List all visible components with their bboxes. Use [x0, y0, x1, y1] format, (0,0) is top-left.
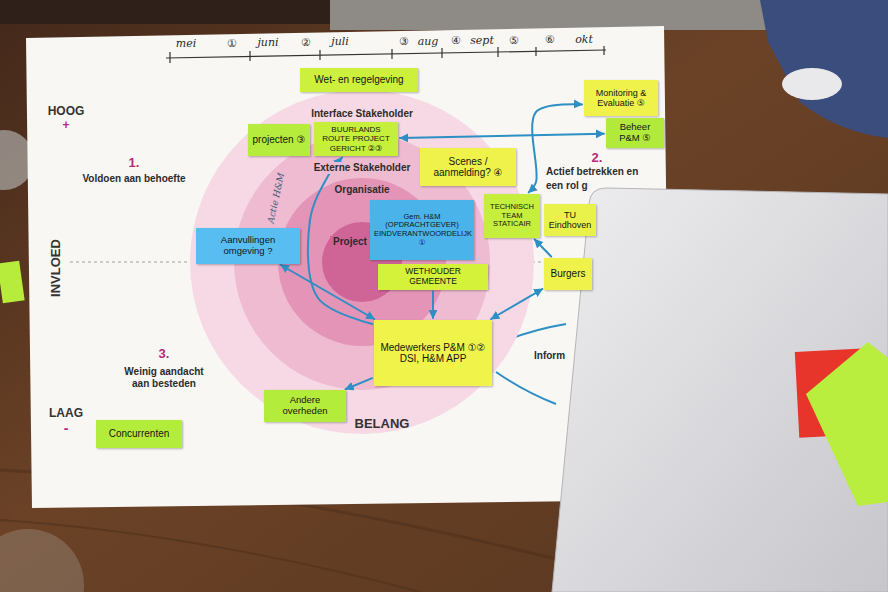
- annotation-label: 2.: [592, 151, 603, 166]
- sticky-text: Scenes / aanmelding? ④: [424, 156, 512, 179]
- annotation-label: HOOG: [48, 105, 85, 119]
- sticky-text: TU Eindhoven: [548, 210, 592, 231]
- annotation-label: juni: [257, 37, 278, 50]
- sticky-text: WETHOUDER GEMEENTE: [382, 267, 484, 287]
- annotation-label: mei: [176, 38, 196, 51]
- sticky-note: Medewerkers P&M ①②DSI, H&M APP: [374, 320, 492, 386]
- sticky-note: Wet- en regelgeving: [300, 68, 418, 92]
- sticky-note: Beheer P&M ⑤: [606, 118, 664, 148]
- sticky-text: projecten ③: [252, 134, 306, 146]
- annotation-label: ①: [227, 38, 237, 51]
- sticky-note: TU Eindhoven: [544, 204, 596, 236]
- sticky-text: Andere overheden: [268, 395, 342, 417]
- sticky-text: Gem. H&M (OPDRACHTGEVER) EINDVERANTWOORD…: [374, 213, 470, 239]
- shoe: [782, 68, 842, 100]
- annotation-label: juli: [331, 36, 349, 49]
- annotation-label: BELANG: [355, 417, 410, 432]
- annotation-label: ⑤: [509, 35, 519, 48]
- annotation-label: -: [64, 420, 69, 436]
- sticky-note-edge: [0, 261, 25, 304]
- glass: [0, 529, 84, 592]
- sticky-note: TECHNISCH TEAM STATICAIR: [484, 194, 540, 238]
- annotation-label: Voldoen aan behoefte: [82, 173, 185, 185]
- ring-shape: [190, 90, 534, 434]
- sticky-text: Monitoring & Evaluatie ⑤: [588, 88, 654, 109]
- annotation-label: Weinig aandacht aan besteden: [116, 366, 212, 389]
- annotation-label: een rol g: [546, 180, 588, 192]
- annotation-label: ④: [451, 35, 461, 48]
- ring-label: Externe Stakeholder: [311, 162, 414, 174]
- ring-label: Interface Stakeholder: [308, 108, 416, 120]
- sticky-note: WETHOUDER GEMEENTE: [378, 264, 488, 290]
- jeans: [760, 0, 888, 138]
- sticky-note: Scenes / aanmelding? ④: [420, 148, 516, 186]
- ring-label: Organisatie: [331, 184, 392, 196]
- sticky-text: Beheer P&M ⑤: [610, 122, 660, 144]
- sticky-note: BUURLANDS ROUTE PROJECT GERICHT ②③: [314, 122, 398, 156]
- floor: [330, 0, 770, 30]
- sticky-text: Burgers: [548, 268, 588, 280]
- annotation-label: sept: [470, 35, 494, 48]
- annotation-label: 1.: [129, 156, 140, 171]
- sticky-text: ①: [374, 239, 470, 248]
- green-sticky: [806, 342, 888, 506]
- sticky-note: Aanvullingen omgeving ?: [196, 228, 300, 264]
- sticky-text: Wet- en regelgeving: [304, 74, 414, 86]
- annotation-label: aug: [418, 36, 439, 49]
- annotation-label: Actie H&M: [266, 172, 287, 224]
- sticky-text: DSI, H&M APP: [378, 353, 488, 365]
- annotation-label: Actief betrekken en: [546, 166, 638, 178]
- sticky-note: Monitoring & Evaluatie ⑤: [584, 80, 658, 116]
- ring-label: Project: [330, 236, 370, 248]
- connector-arrow: [529, 104, 582, 192]
- sticky-text: Concurrenten: [100, 428, 178, 440]
- timeline: [166, 50, 606, 58]
- annotation-label: 3.: [159, 347, 170, 362]
- annotation-label: ②: [301, 37, 311, 50]
- sticky-text: Aanvullingen omgeving ?: [200, 235, 296, 257]
- sticky-note: Andere overheden: [264, 390, 346, 422]
- sticky-note: Gem. H&M (OPDRACHTGEVER) EINDVERANTWOORD…: [370, 200, 474, 260]
- annotation-label: INVLOED: [49, 239, 64, 297]
- annotation-label: Inform: [534, 350, 565, 362]
- annotation-label: ⑥: [545, 34, 555, 47]
- laptop: [552, 188, 888, 592]
- sticky-text: TECHNISCH TEAM STATICAIR: [488, 203, 536, 229]
- annotation-label: ③: [399, 36, 409, 49]
- annotation-label: okt: [575, 34, 593, 47]
- annotation-label: LAAG: [49, 407, 83, 421]
- connector-arrow: [535, 239, 552, 256]
- sticky-note: Burgers: [544, 258, 592, 290]
- sticky-text: BUURLANDS ROUTE PROJECT GERICHT ②③: [318, 125, 394, 153]
- sticky-note: projecten ③: [248, 124, 310, 156]
- sticky-note: Concurrenten: [96, 420, 182, 448]
- arrow-line: [496, 372, 556, 404]
- sticky-text: Medewerkers P&M ①②: [378, 342, 488, 354]
- annotation-label: +: [62, 119, 69, 133]
